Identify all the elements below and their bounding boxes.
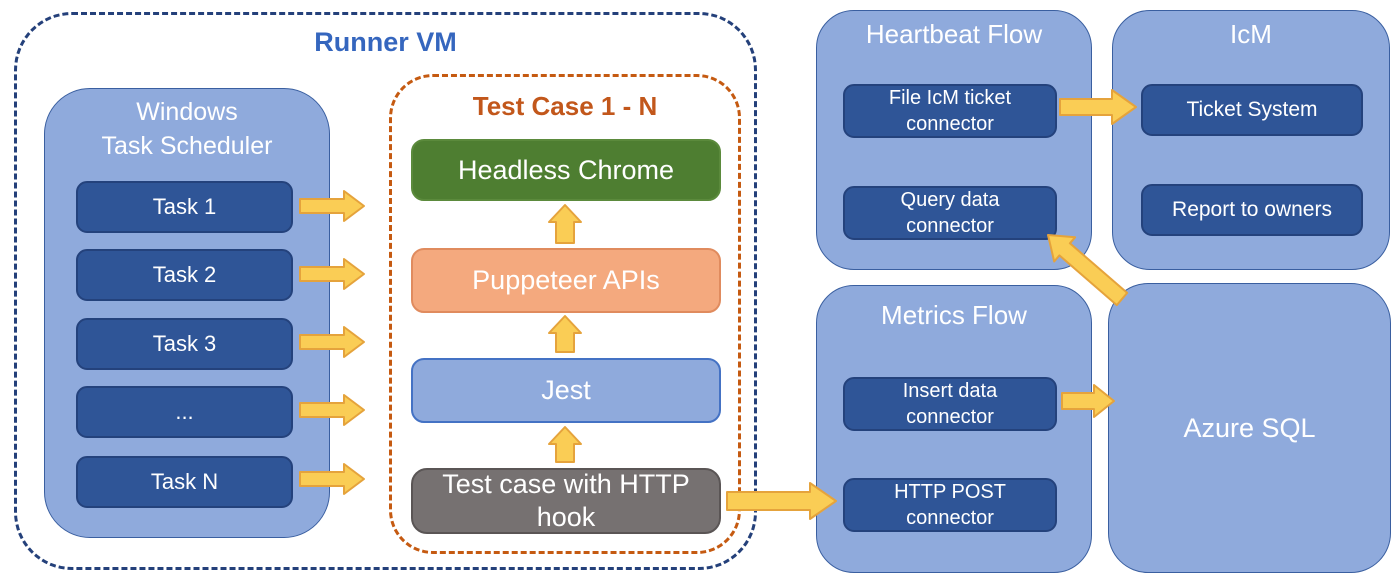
report-to-owners-box: Report to owners bbox=[1141, 184, 1363, 236]
jest-box: Jest bbox=[411, 358, 721, 423]
insert-data-connector-label: Insert data connector bbox=[902, 380, 998, 428]
icm-group: IcM Ticket System Report to owners bbox=[1112, 10, 1390, 270]
task-1-box: Task 1 bbox=[76, 181, 293, 233]
metrics-flow-title: Metrics Flow bbox=[881, 300, 1027, 330]
runner-vm-container: Runner VM bbox=[14, 12, 757, 570]
test-case-title: Test Case 1 - N bbox=[472, 91, 658, 121]
heartbeat-flow-group: Heartbeat Flow File IcM ticket connector… bbox=[816, 10, 1092, 270]
http-hook-label: Test case with HTTP hook bbox=[442, 469, 690, 532]
scheduler-title-line2: Task Scheduler bbox=[101, 132, 273, 160]
windows-task-scheduler-title: Windows Task Scheduler bbox=[45, 95, 329, 163]
http-hook-box: Test case with HTTP hook bbox=[411, 468, 721, 534]
azure-sql-label: Azure SQL bbox=[1183, 412, 1316, 443]
query-data-connector-label: Query data connector bbox=[900, 189, 1000, 237]
task-n-box: Task N bbox=[76, 456, 293, 508]
scheduler-title-line1: Windows bbox=[136, 98, 238, 126]
task-3-box: Task 3 bbox=[76, 318, 293, 370]
query-data-connector-box: Query data connector bbox=[843, 186, 1057, 240]
runner-vm-title: Runner VM bbox=[314, 27, 457, 57]
insert-data-connector-box: Insert data connector bbox=[843, 377, 1057, 431]
metrics-flow-group: Metrics Flow Insert data connector HTTP … bbox=[816, 285, 1092, 573]
test-case-container: Test Case 1 - N Headless Chrome Puppetee… bbox=[389, 74, 741, 554]
task-ellipsis-box: ... bbox=[76, 386, 293, 438]
task-2-box: Task 2 bbox=[76, 249, 293, 301]
icm-title: IcM bbox=[1230, 19, 1272, 49]
http-post-connector-label: HTTP POST connector bbox=[894, 481, 1006, 529]
puppeteer-apis-box: Puppeteer APIs bbox=[411, 248, 721, 313]
http-post-connector-box: HTTP POST connector bbox=[843, 478, 1057, 532]
heartbeat-flow-title: Heartbeat Flow bbox=[865, 19, 1043, 49]
file-icm-connector-box: File IcM ticket connector bbox=[843, 84, 1057, 138]
file-icm-connector-label: File IcM ticket connector bbox=[888, 87, 1012, 135]
windows-task-scheduler-group: Windows Task Scheduler Task 1 Task 2 Tas… bbox=[44, 88, 330, 538]
headless-chrome-box: Headless Chrome bbox=[411, 139, 721, 201]
azure-sql-group: Azure SQL bbox=[1108, 283, 1391, 573]
ticket-system-box: Ticket System bbox=[1141, 84, 1363, 136]
